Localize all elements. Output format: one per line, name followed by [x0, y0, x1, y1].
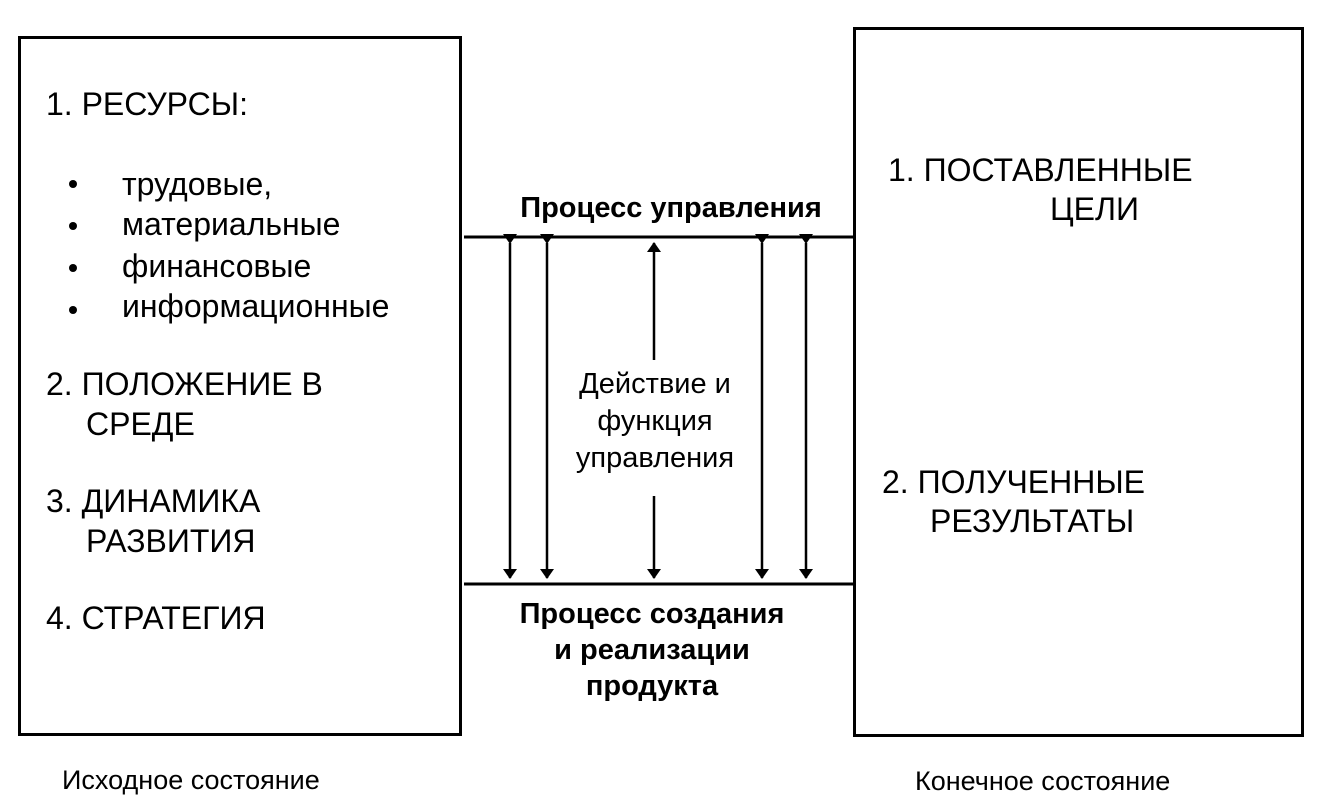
bullet-labor: трудовые, — [122, 166, 273, 202]
bullet-dot — [69, 306, 77, 314]
right-item-1-number: 1. — [888, 152, 915, 188]
bullet-financial: финансовые — [122, 248, 312, 284]
production-label-line-3: продукта — [585, 670, 719, 702]
left-item-1-text: РЕСУРСЫ: — [81, 86, 248, 122]
left-item-2-number: 2. — [46, 366, 73, 402]
left-item-2: 2. ПОЛОЖЕНИЕ В — [46, 364, 323, 404]
final-state-caption: Конечное состояние — [915, 766, 1171, 796]
left-item-2-line2: СРЕДЕ — [86, 406, 195, 442]
left-item-4-number: 4. — [46, 600, 73, 636]
bullet-dot — [69, 264, 77, 272]
action-function-line-3: управления — [575, 442, 735, 474]
right-item-2-text: ПОЛУЧЕННЫЕ — [917, 464, 1145, 500]
left-item-3-text: ДИНАМИКА — [81, 483, 261, 519]
bullet-information: информационные — [122, 288, 390, 324]
action-function-line-2: функция — [597, 405, 713, 437]
left-item-1-number: 1. — [46, 86, 73, 122]
right-item-2: 2. ПОЛУЧЕННЫЕ — [882, 462, 1145, 502]
right-item-2-number: 2. — [882, 464, 909, 500]
left-item-3-line2: РАЗВИТИЯ — [86, 523, 256, 559]
right-item-1-line2: ЦЕЛИ — [1050, 191, 1140, 227]
production-process-label: Процесс создания и реализации продукта — [480, 596, 824, 704]
action-function-label: Действие и функция управления — [540, 366, 770, 477]
right-item-1: 1. ПОСТАВЛЕННЫЕ — [888, 150, 1193, 190]
management-process-label: Процесс управления — [520, 192, 822, 224]
left-item-2-text: ПОЛОЖЕНИЕ В — [81, 366, 323, 402]
initial-state-box — [18, 36, 462, 736]
final-state-box — [853, 27, 1304, 737]
bullet-material: материальные — [122, 206, 341, 242]
production-label-line-2: и реализации — [554, 634, 750, 666]
initial-state-caption: Исходное состояние — [62, 765, 320, 795]
production-label-line-1: Процесс создания — [519, 598, 785, 630]
left-item-3: 3. ДИНАМИКА — [46, 481, 260, 521]
action-function-line-1: Действие и — [579, 368, 731, 400]
left-item-1: 1. РЕСУРСЫ: — [46, 84, 248, 124]
bullet-dot — [69, 222, 77, 230]
left-item-3-number: 3. — [46, 483, 73, 519]
left-item-4-text: СТРАТЕГИЯ — [81, 600, 266, 636]
right-item-2-line2: РЕЗУЛЬТАТЫ — [930, 503, 1135, 539]
right-item-1-text: ПОСТАВЛЕННЫЕ — [923, 152, 1193, 188]
bullet-dot — [69, 180, 77, 188]
left-item-4: 4. СТРАТЕГИЯ — [46, 598, 266, 638]
